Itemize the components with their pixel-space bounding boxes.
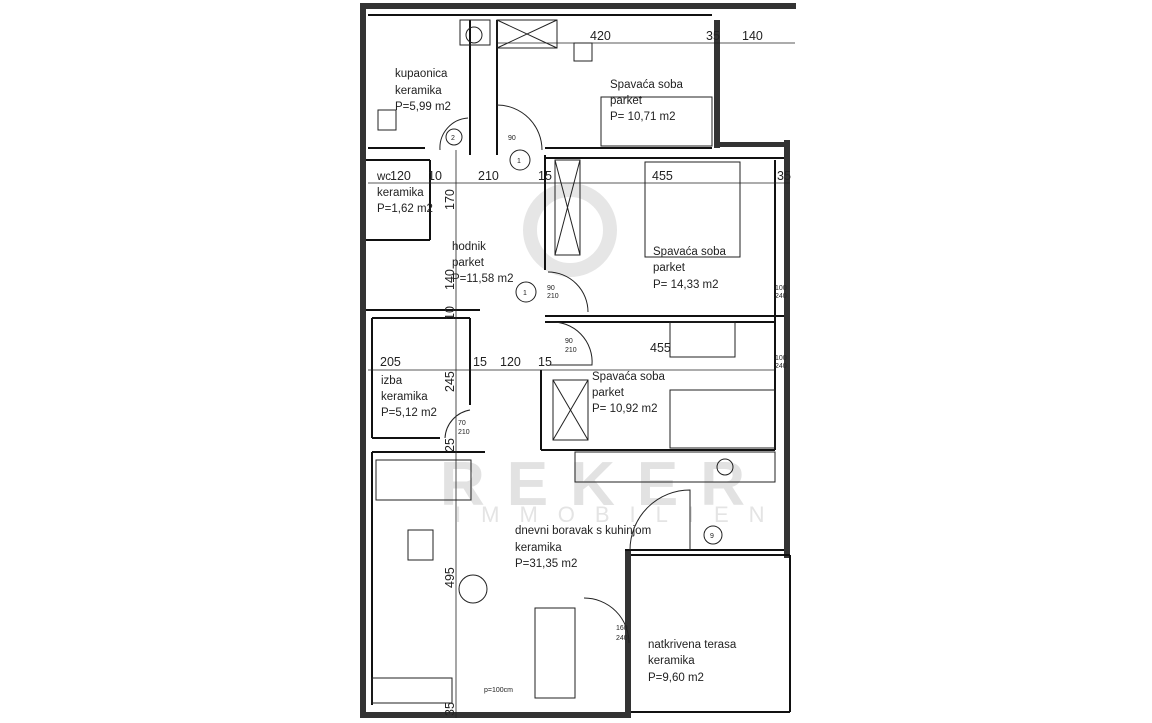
svg-text:210: 210 [547, 293, 559, 300]
svg-text:kupaonica: kupaonica [395, 68, 448, 80]
svg-text:120: 120 [500, 355, 521, 369]
svg-text:P=5,12 m2: P=5,12 m2 [381, 407, 437, 419]
doors: 1 2 1 9 90 90 210 90 210 70 210 100 240 … [439, 104, 787, 644]
svg-text:P=5,99 m2: P=5,99 m2 [395, 101, 451, 113]
note-label: p=100cm [484, 687, 513, 694]
room-storage: izba keramika P=5,12 m2 [381, 375, 437, 419]
room-bedroom-1: Spavaća soba parket P= 10,71 m2 [610, 79, 683, 123]
svg-text:parket: parket [610, 95, 643, 107]
svg-text:210: 210 [458, 429, 470, 436]
svg-text:15: 15 [473, 355, 487, 369]
svg-text:35: 35 [777, 169, 791, 183]
svg-text:keramika: keramika [395, 85, 442, 97]
svg-text:Spavaća soba: Spavaća soba [592, 371, 665, 383]
svg-text:455: 455 [652, 169, 673, 183]
svg-text:izba: izba [381, 375, 403, 387]
watermark-immobilien: IMMOBILIEN [455, 502, 785, 527]
room-bathroom: kupaonica keramika P=5,99 m2 [395, 68, 451, 113]
svg-text:90: 90 [547, 285, 555, 292]
svg-text:parket: parket [592, 387, 625, 399]
room-bedroom-3: Spavaća soba parket P= 10,92 m2 [592, 371, 665, 415]
svg-text:2: 2 [451, 135, 455, 142]
svg-text:keramika: keramika [377, 187, 424, 199]
svg-text:keramika: keramika [515, 542, 562, 554]
svg-text:245: 245 [443, 371, 457, 392]
watermark: REKER IMMOBILIEN [440, 183, 785, 527]
svg-text:15: 15 [538, 355, 552, 369]
svg-text:70: 70 [458, 420, 466, 427]
svg-text:keramika: keramika [381, 391, 428, 403]
dimension-lines [368, 42, 795, 718]
svg-text:P= 10,71 m2: P= 10,71 m2 [610, 111, 676, 123]
svg-text:100: 100 [775, 285, 787, 292]
svg-text:210: 210 [565, 347, 577, 354]
svg-text:210: 210 [478, 169, 499, 183]
svg-text:Spavaća soba: Spavaća soba [610, 79, 683, 91]
svg-text:P=31,35 m2: P=31,35 m2 [515, 558, 577, 570]
svg-text:1: 1 [523, 290, 527, 297]
room-hallway: hodnik parket P=11,58 m2 [452, 241, 513, 285]
svg-text:15: 15 [538, 169, 552, 183]
room-terrace: natkrivena terasa keramika P=9,60 m2 [648, 639, 737, 684]
svg-text:120: 120 [390, 169, 411, 183]
watermark-reker: REKER [440, 450, 767, 519]
svg-text:9: 9 [710, 533, 714, 540]
svg-text:90: 90 [565, 338, 573, 345]
svg-text:Spavaća soba: Spavaća soba [653, 246, 726, 258]
room-living-kitchen: dnevni boravak s kuhinjom keramika P=31,… [515, 525, 651, 570]
svg-text:dnevni boravak s kuhinjom: dnevni boravak s kuhinjom [515, 525, 651, 537]
dimension-labels: 420 35 140 120 10 210 15 455 35 170 140 … [380, 29, 791, 716]
svg-text:P= 10,92 m2: P= 10,92 m2 [592, 403, 658, 415]
svg-text:10: 10 [443, 306, 457, 320]
svg-text:140: 140 [742, 29, 763, 43]
svg-text:P=11,58 m2: P=11,58 m2 [452, 273, 513, 285]
svg-text:455: 455 [650, 341, 671, 355]
svg-text:25: 25 [443, 438, 457, 452]
svg-text:170: 170 [443, 189, 457, 210]
furniture [371, 19, 776, 704]
svg-text:1: 1 [517, 158, 521, 165]
svg-text:keramika: keramika [648, 655, 695, 667]
svg-text:100: 100 [775, 355, 787, 362]
svg-text:240: 240 [616, 635, 628, 642]
svg-text:420: 420 [590, 29, 611, 43]
svg-text:35: 35 [706, 29, 720, 43]
svg-text:parket: parket [452, 257, 485, 269]
svg-text:495: 495 [443, 567, 457, 588]
svg-text:90: 90 [508, 135, 516, 142]
svg-text:240: 240 [775, 293, 787, 300]
svg-text:P=1,62 m2: P=1,62 m2 [377, 203, 433, 215]
svg-text:P= 14,33 m2: P= 14,33 m2 [653, 279, 719, 291]
svg-text:10: 10 [428, 169, 442, 183]
svg-text:35: 35 [443, 702, 457, 716]
room-bedroom-2: Spavaća soba parket P= 14,33 m2 [653, 246, 726, 291]
svg-text:240: 240 [775, 363, 787, 370]
svg-text:140: 140 [443, 269, 457, 290]
svg-text:parket: parket [653, 262, 686, 274]
svg-text:hodnik: hodnik [452, 241, 486, 253]
svg-text:natkrivena terasa: natkrivena terasa [648, 639, 737, 651]
svg-text:P=9,60 m2: P=9,60 m2 [648, 672, 704, 684]
room-wc: wc keramika P=1,62 m2 [376, 171, 433, 215]
svg-text:160: 160 [616, 625, 628, 632]
svg-text:wc: wc [376, 171, 391, 183]
svg-text:205: 205 [380, 355, 401, 369]
